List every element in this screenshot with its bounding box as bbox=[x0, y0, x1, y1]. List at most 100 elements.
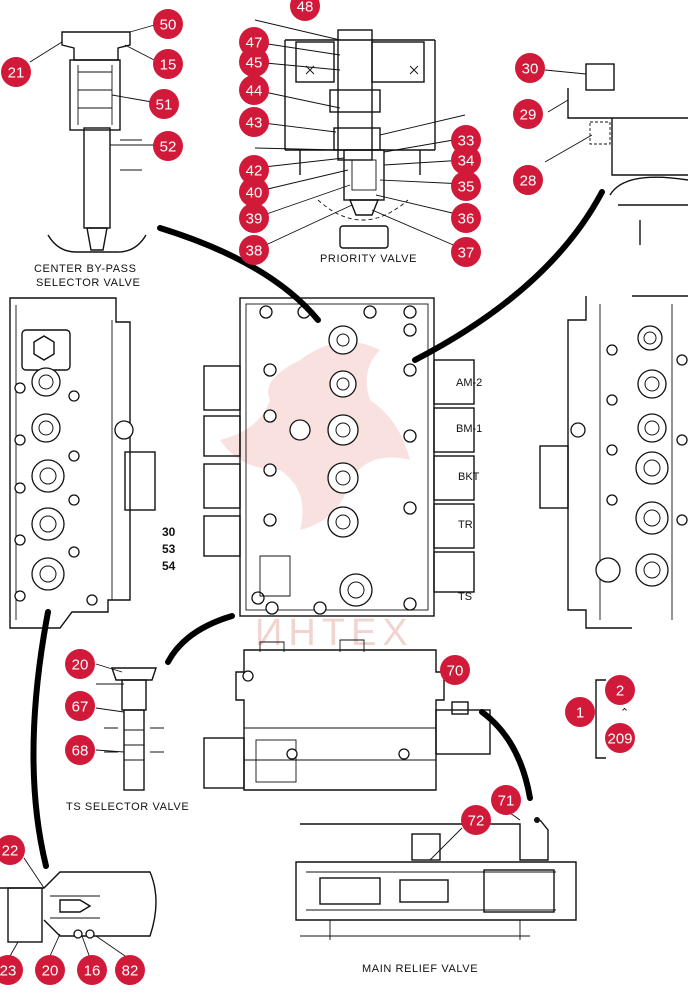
callout-label: 209 bbox=[607, 731, 632, 748]
callout-70: 70 bbox=[440, 655, 470, 685]
callout-circle bbox=[239, 203, 269, 233]
front-bolts bbox=[251, 305, 417, 615]
callout-circle bbox=[239, 155, 269, 185]
callout-circle bbox=[461, 805, 491, 835]
center-front-view: AM-2 BM-1 BKT TR TS bbox=[203, 297, 482, 617]
callout-label: 34 bbox=[458, 153, 475, 170]
center-bypass-selector-valve: CENTER BY-PASS SELECTOR VALVE bbox=[29, 23, 159, 289]
callout-label: 33 bbox=[458, 133, 475, 150]
callout-40: 40 bbox=[239, 177, 269, 207]
callout-circle bbox=[153, 131, 183, 161]
callout-label: 40 bbox=[246, 185, 263, 202]
callout-label: 67 bbox=[72, 699, 89, 716]
callout-circle bbox=[239, 107, 269, 137]
caption-center-bypass-2: SELECTOR VALVE bbox=[36, 277, 140, 289]
callout-circle bbox=[491, 785, 521, 815]
callout-1: 1 bbox=[565, 697, 595, 727]
callout-20: 20 bbox=[35, 955, 65, 985]
callout-label: 28 bbox=[520, 173, 537, 190]
callout-label: 20 bbox=[72, 657, 89, 674]
callout-label: 39 bbox=[246, 211, 263, 228]
callout-circle bbox=[513, 165, 543, 195]
callout-label: 30 bbox=[522, 61, 539, 78]
callout-circle bbox=[239, 47, 269, 77]
callout-label: 20 bbox=[42, 963, 59, 980]
watermark-text: ИНТЕХ bbox=[255, 612, 414, 654]
callout-30: 30 bbox=[515, 53, 545, 83]
callout-68: 68 bbox=[65, 735, 95, 765]
section-tag-bm1: BM-1 bbox=[456, 423, 482, 435]
callout-82: 82 bbox=[115, 955, 145, 985]
callout-38: 38 bbox=[239, 235, 269, 265]
callout-label: 51 bbox=[156, 97, 173, 114]
right-side-view bbox=[539, 295, 688, 629]
callout-label: 48 bbox=[297, 0, 314, 16]
callout-circle bbox=[0, 955, 23, 985]
callout-circle bbox=[1, 57, 31, 87]
callout-52: 52 bbox=[153, 131, 183, 161]
callout-circle bbox=[65, 649, 95, 679]
bracket-ellipsis: ⌃ bbox=[620, 707, 629, 719]
right-bolts bbox=[570, 325, 688, 587]
callout-label: 70 bbox=[447, 663, 464, 680]
callout-34: 34 bbox=[451, 145, 481, 175]
callout-circle bbox=[65, 735, 95, 765]
callout-29: 29 bbox=[513, 99, 543, 129]
caption-center-bypass-1: CENTER BY-PASS bbox=[34, 263, 137, 275]
callout-label: 72 bbox=[468, 813, 485, 830]
callout-circle bbox=[153, 49, 183, 79]
callout-circle bbox=[65, 691, 95, 721]
callout-label: 71 bbox=[498, 793, 515, 810]
caption-ts-selector: TS SELECTOR VALVE bbox=[66, 801, 189, 813]
callout-circle bbox=[115, 955, 145, 985]
callout-circle bbox=[239, 75, 269, 105]
callout-circle bbox=[77, 955, 107, 985]
section-tag-tr: TR bbox=[458, 519, 473, 531]
callout-circle bbox=[515, 53, 545, 83]
callout-circle bbox=[35, 955, 65, 985]
callout-label: 50 bbox=[160, 17, 177, 34]
callout-circle bbox=[440, 655, 470, 685]
callout-label: 52 bbox=[160, 139, 177, 156]
callout-51: 51 bbox=[149, 89, 179, 119]
callout-circle bbox=[153, 9, 183, 39]
section-tag-bkt: BKT bbox=[458, 471, 480, 483]
callout-label: 45 bbox=[246, 55, 263, 72]
callout-35: 35 bbox=[451, 171, 481, 201]
callout-label: 16 bbox=[84, 963, 101, 980]
ts-selector-valve: TS SELECTOR VALVE bbox=[66, 663, 189, 813]
callout-circle bbox=[290, 0, 320, 21]
callout-circle bbox=[239, 235, 269, 265]
callout-label: 42 bbox=[246, 163, 263, 180]
priority-valve: PRIORITY VALVE bbox=[254, 19, 466, 265]
callout-label: 47 bbox=[246, 35, 263, 52]
callout-label: 22 bbox=[2, 843, 19, 860]
callout-43: 43 bbox=[239, 107, 269, 137]
callout-label: 2 bbox=[616, 683, 624, 700]
caption-priority-valve: PRIORITY VALVE bbox=[320, 253, 417, 265]
callout-label: 68 bbox=[72, 743, 89, 760]
callout-label: 37 bbox=[458, 245, 475, 262]
callout-label: 36 bbox=[458, 211, 475, 228]
callout-42: 42 bbox=[239, 155, 269, 185]
callout-label: 29 bbox=[520, 107, 537, 124]
lower-center-view bbox=[203, 639, 491, 791]
callout-2: 2 bbox=[605, 675, 635, 705]
caption-main-relief: MAIN RELIEF VALVE bbox=[362, 963, 478, 975]
callout-209: 209 bbox=[605, 723, 635, 753]
section-tag-ts: TS bbox=[458, 591, 472, 603]
callout-circle bbox=[605, 675, 635, 705]
part-list-30: 30 bbox=[162, 525, 176, 539]
callout-16: 16 bbox=[77, 955, 107, 985]
left-side-view: 30 53 54 bbox=[9, 297, 176, 629]
callout-15: 15 bbox=[153, 49, 183, 79]
left-bolts bbox=[14, 367, 134, 606]
bottom-left-assembly bbox=[0, 857, 157, 959]
callout-circle bbox=[149, 89, 179, 119]
callout-label: 1 bbox=[576, 705, 584, 722]
callout-label: 38 bbox=[246, 243, 263, 260]
callout-21: 21 bbox=[1, 57, 31, 87]
callout-45: 45 bbox=[239, 47, 269, 77]
